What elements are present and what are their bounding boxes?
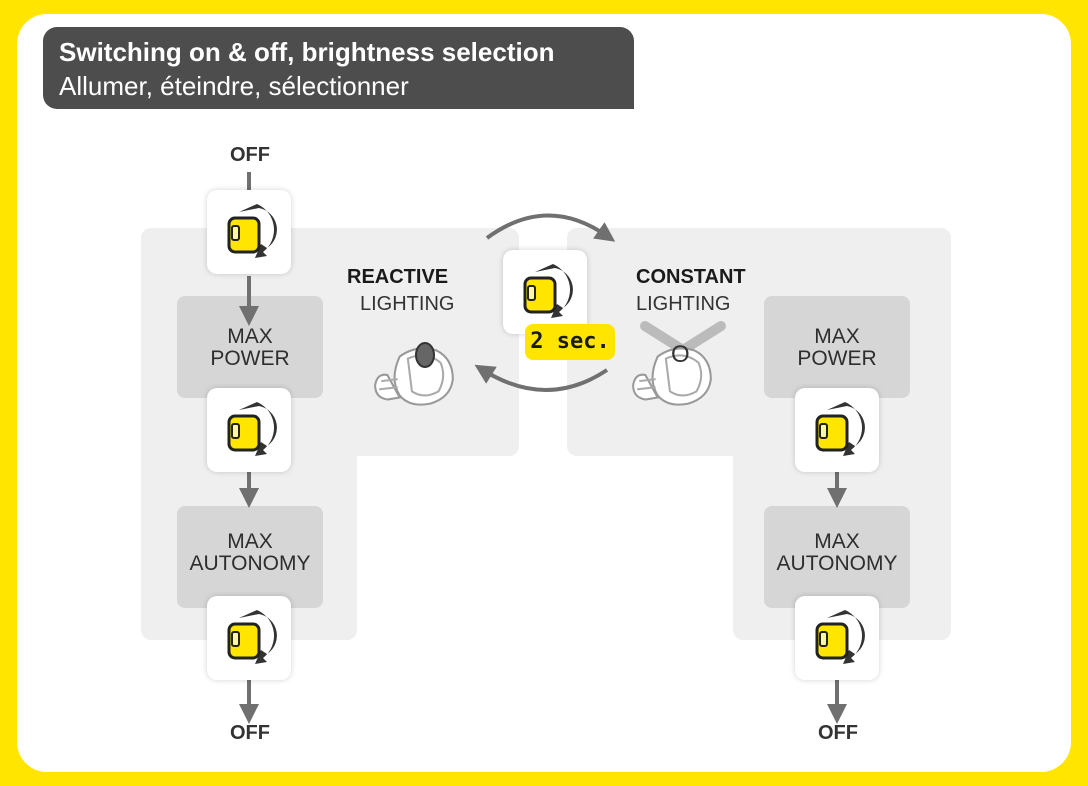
reactive-start-off-label: OFF xyxy=(230,144,270,166)
constant-end-off-label: OFF xyxy=(818,722,858,744)
button-press-icon xyxy=(217,200,281,264)
press-button-constant-autonomy[interactable] xyxy=(795,596,879,680)
reactive-end-off-label: OFF xyxy=(230,722,270,744)
constant-max-power-box xyxy=(764,296,910,398)
button-press-icon xyxy=(217,398,281,462)
reactive-max-autonomy-box xyxy=(177,506,323,608)
constant-symbol: O xyxy=(671,341,690,368)
press-button-start[interactable] xyxy=(207,190,291,274)
button-press-icon xyxy=(805,606,869,670)
title-banner: Switching on & off, brightness selection… xyxy=(43,27,634,109)
press-button-mode-switch[interactable] xyxy=(503,250,587,334)
page-title: Switching on & off, brightness selection xyxy=(59,37,555,67)
button-press-icon xyxy=(217,606,281,670)
page-subtitle: Allumer, éteindre, sélectionner xyxy=(59,71,409,101)
button-press-icon xyxy=(513,260,577,324)
reactive-headlamp-icon xyxy=(374,342,454,406)
reactive-mode-title: REACTIVE xyxy=(347,266,449,288)
constant-mode-subtitle: LIGHTING xyxy=(636,293,731,315)
press-button-reactive-power[interactable] xyxy=(207,388,291,472)
flow-arrows xyxy=(239,172,847,724)
constant-max-autonomy-box xyxy=(764,506,910,608)
constant-mode-title: CONSTANT xyxy=(636,266,746,288)
hold-time-badge: 2 sec. xyxy=(525,324,615,360)
diagram-frame: Switching on & off, brightness selection… xyxy=(17,14,1071,772)
press-button-reactive-autonomy[interactable] xyxy=(207,596,291,680)
reactive-mode-subtitle: LIGHTING xyxy=(360,293,455,315)
constant-headlamp-icon xyxy=(632,321,726,406)
press-button-constant-power[interactable] xyxy=(795,388,879,472)
button-press-icon xyxy=(805,398,869,462)
